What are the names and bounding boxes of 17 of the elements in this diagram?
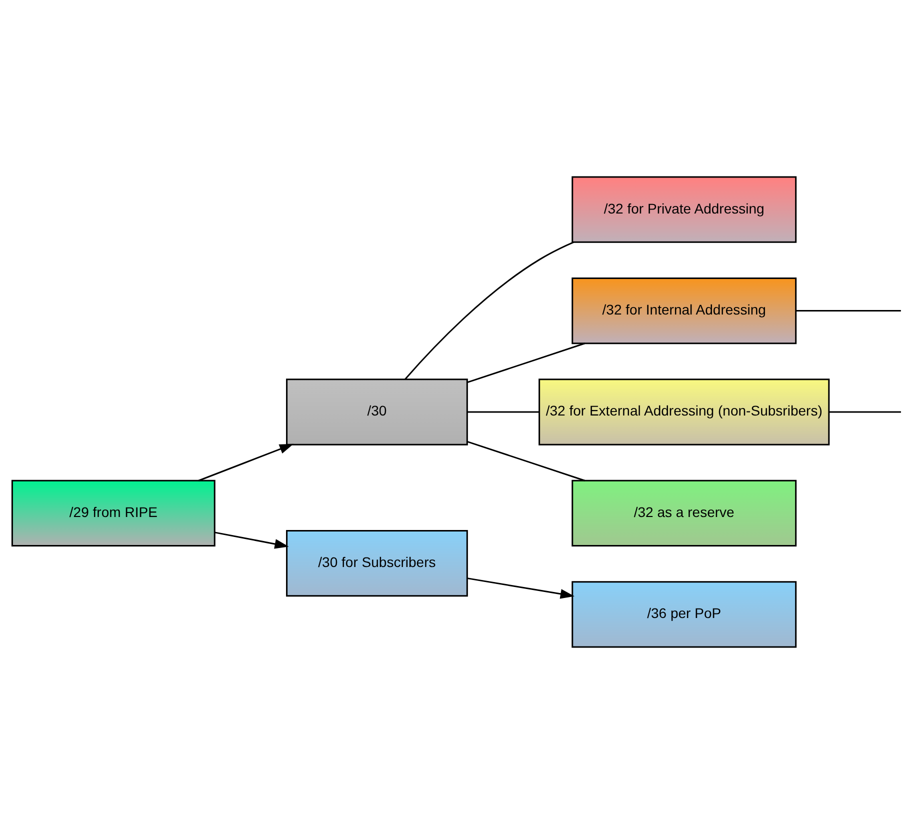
connector [796, 310, 901, 312]
node-box: /32 for Private Addressing [572, 176, 797, 242]
node-box: /32 for Internal Addressing [572, 276, 797, 344]
node-box: /36 per PoP [572, 580, 797, 648]
connector [467, 440, 586, 481]
node-box: /32 for External Addressing (non-Subsribers) [538, 378, 830, 445]
node-box: /30 for Subscribers [286, 530, 468, 596]
arrow [467, 577, 574, 598]
connector [404, 240, 574, 380]
connector [829, 410, 901, 412]
node-box: /32 as a reserve [572, 479, 797, 546]
node-box: /29 from RIPE [11, 479, 216, 546]
connector [467, 410, 540, 412]
connector [467, 342, 586, 383]
node-box: /30 [286, 378, 468, 445]
arrow [198, 443, 294, 481]
arrow [214, 531, 289, 548]
